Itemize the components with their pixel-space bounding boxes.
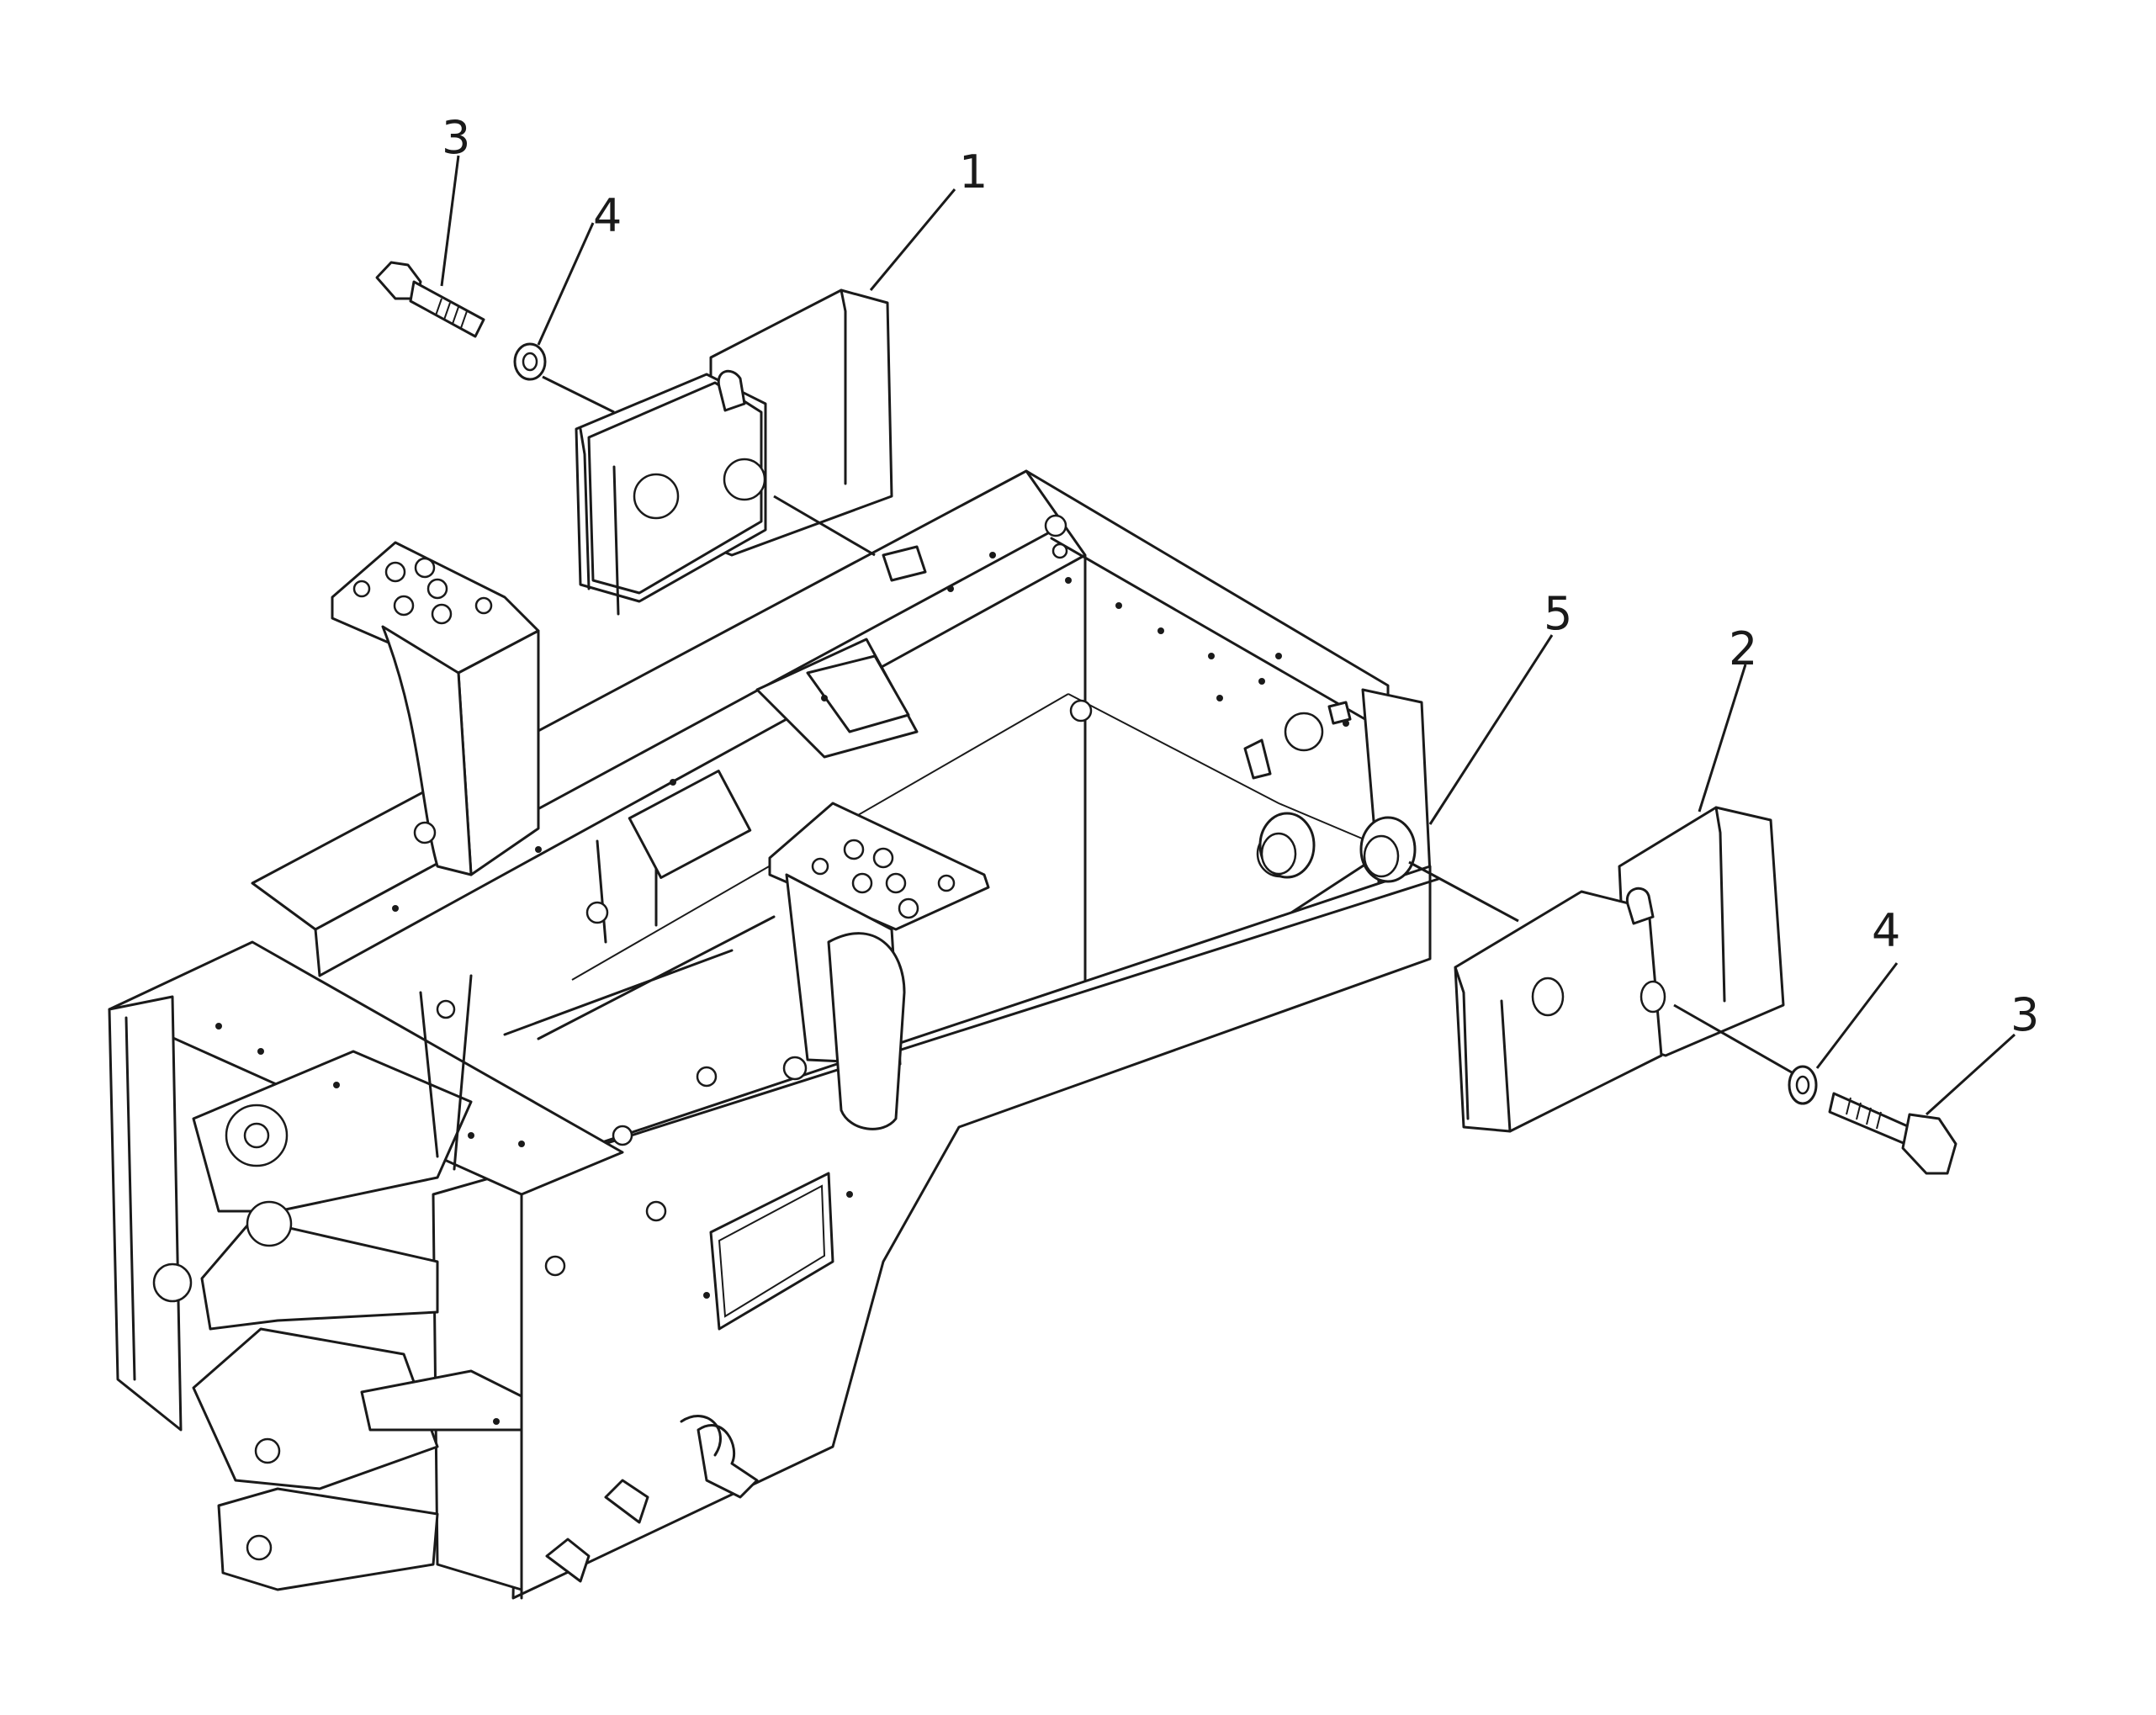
counterweight-2 bbox=[1454, 806, 1785, 1133]
part-4-right-label: 4 bbox=[1872, 904, 1900, 957]
counterweight-1 bbox=[575, 288, 893, 616]
part-2-label: 2 bbox=[1729, 622, 1757, 675]
left-mount-bracket bbox=[331, 541, 540, 876]
spacer-5 bbox=[1258, 812, 1417, 883]
part-4-top-label: 4 bbox=[593, 189, 622, 242]
rear-frame bbox=[108, 469, 1440, 1600]
washer-4-top bbox=[513, 342, 547, 381]
leader-lines bbox=[440, 155, 2016, 1116]
part-3-right-label: 3 bbox=[2010, 988, 2039, 1041]
bolt-3-right bbox=[1828, 1092, 1957, 1175]
part-1-label: 1 bbox=[959, 146, 988, 198]
part-3-top-label: 3 bbox=[442, 111, 470, 164]
washer-4-right bbox=[1788, 1065, 1818, 1105]
bolt-3-top bbox=[375, 261, 485, 338]
right-mount-bracket bbox=[768, 802, 990, 1130]
part-5-label: 5 bbox=[1544, 587, 1572, 640]
